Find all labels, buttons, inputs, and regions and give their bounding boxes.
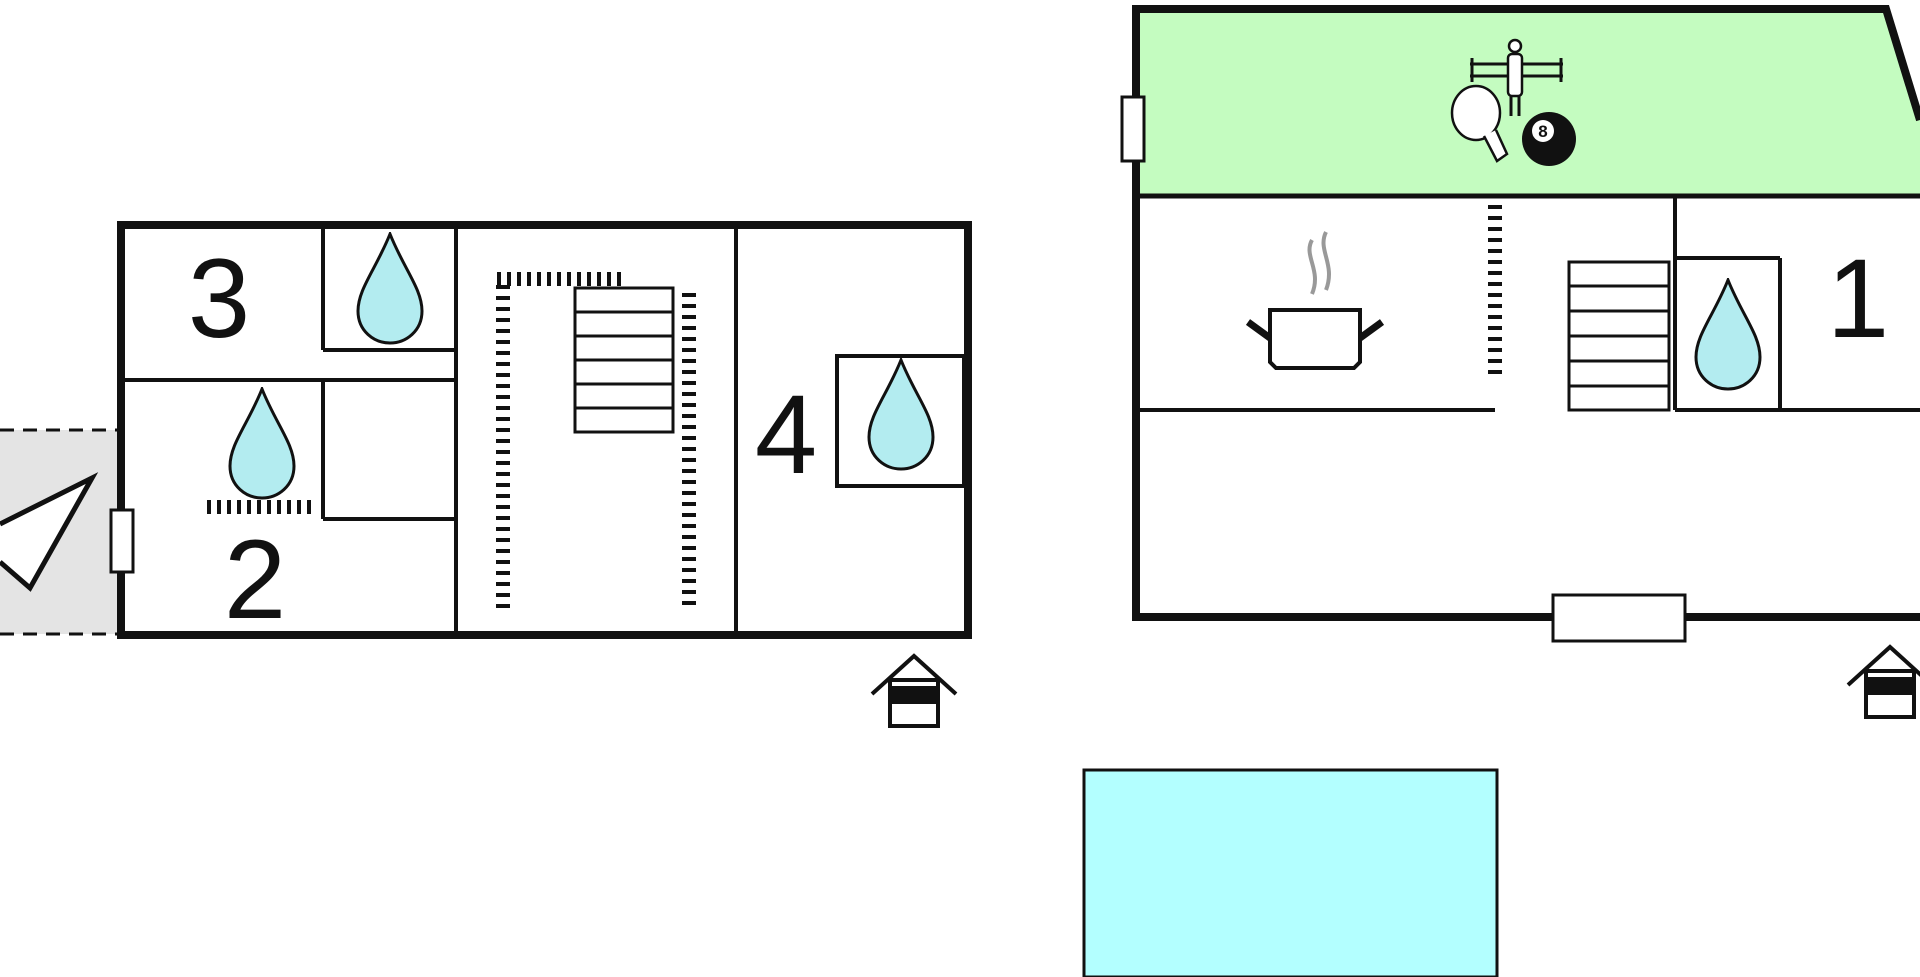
swimming-pool — [1082, 768, 1499, 977]
billiard-ball-icon: 8 — [1522, 112, 1576, 166]
table-football-icon — [1470, 38, 1563, 116]
left-building: 3 2 4 — [109, 221, 972, 728]
cooking-pot-icon — [1245, 231, 1385, 370]
door — [109, 508, 135, 574]
room-number-2: 2 — [224, 517, 286, 642]
staircase-icon — [573, 286, 675, 434]
sun-lounger-icon — [0, 472, 99, 592]
room-number-4: 4 — [755, 372, 817, 497]
games-room — [1136, 9, 1920, 196]
water-drop-icon — [356, 232, 424, 345]
entrance-house-icon — [1846, 645, 1920, 719]
left-building-outline — [117, 221, 972, 639]
table-tennis-icon — [1450, 84, 1509, 163]
window — [1551, 593, 1687, 643]
right-building: 1 8 — [1120, 4, 1920, 719]
terrace — [0, 428, 120, 636]
window — [1120, 95, 1146, 163]
water-drop-icon — [1694, 278, 1762, 391]
room-number-1: 1 — [1827, 236, 1889, 361]
water-drop-icon — [228, 387, 296, 500]
svg-text:8: 8 — [1538, 122, 1547, 141]
entrance-house-icon — [870, 654, 958, 728]
room-number-3: 3 — [188, 236, 250, 361]
staircase-icon — [1567, 260, 1671, 412]
